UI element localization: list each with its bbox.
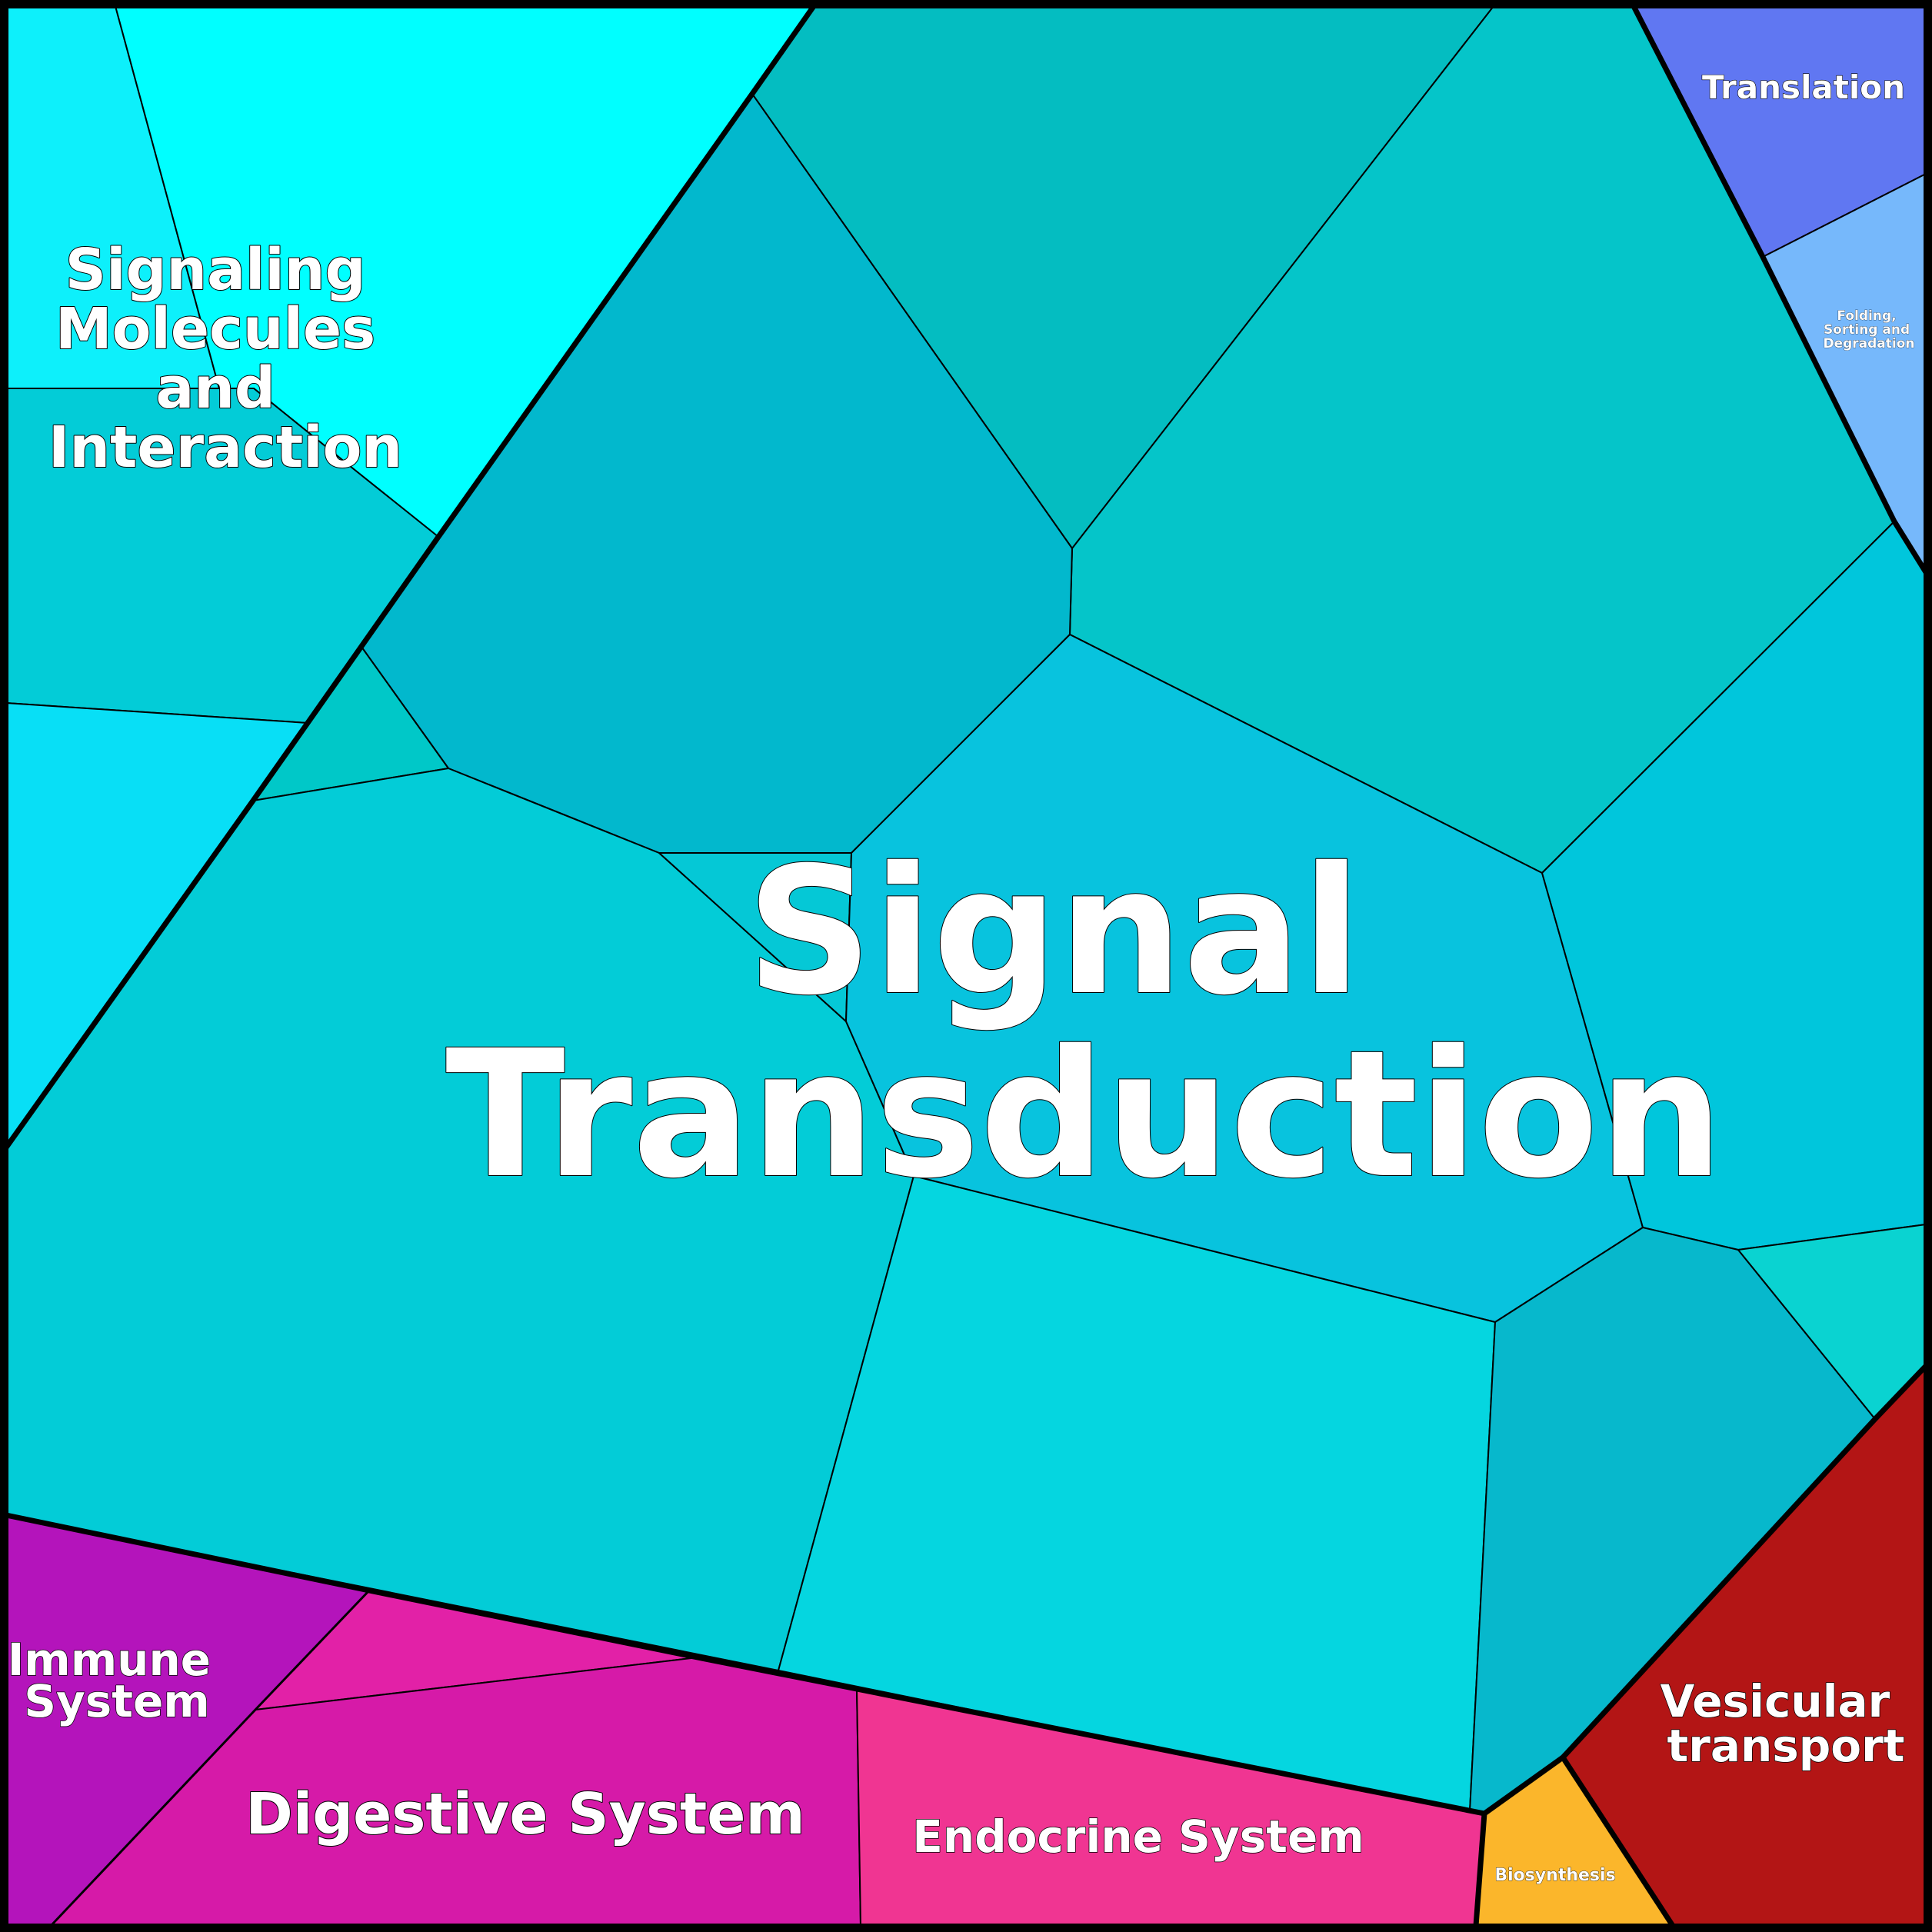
label-immune-system: Immune System [8, 1634, 227, 1727]
label-vesicular-transport: Vesicular transport [1661, 1675, 1906, 1772]
label-signal-transduction-line2: Transduction [445, 1012, 1724, 1217]
label-signal-transduction-line1: Signal [746, 829, 1361, 1034]
label-vesicular-line1: Vesicular [1661, 1675, 1890, 1727]
label-signal-transduction: Signal Transduction [445, 829, 1724, 1217]
label-folding-sorting: Folding, Sorting and Degradation [1823, 308, 1914, 351]
label-vesicular-line2: transport [1667, 1720, 1905, 1772]
group-border-immune [49, 1589, 371, 1927]
label-folding-line1: Folding, [1837, 308, 1896, 324]
label-folding-line3: Degradation [1823, 336, 1914, 351]
label-signaling-molecules-line4: Interaction [48, 415, 402, 481]
label-signaling-molecules-line1: Signaling [65, 237, 366, 303]
label-translation: Translation [1702, 68, 1905, 106]
group-border-organismal [3, 1512, 1487, 1929]
label-endocrine-system: Endocrine System [912, 1810, 1364, 1863]
label-folding-line2: Sorting and [1824, 322, 1910, 338]
label-signaling-molecules: Signaling Molecules and Interaction [48, 237, 402, 481]
label-immune-line2: System [24, 1675, 210, 1727]
label-immune-line1: Immune [8, 1634, 211, 1686]
group-border-biosynthesis [1560, 1754, 1676, 1929]
label-digestive-system: Digestive System [245, 1781, 804, 1847]
label-signaling-molecules-line2: Molecules [55, 296, 375, 362]
group-border-genetic [1631, 3, 1929, 575]
group-border-signaling [3, 3, 817, 1151]
group-border-cellular [1481, 1363, 1929, 1817]
label-signaling-molecules-line3: and [155, 355, 275, 421]
label-biosynthesis: Biosynthesis [1494, 1866, 1615, 1885]
